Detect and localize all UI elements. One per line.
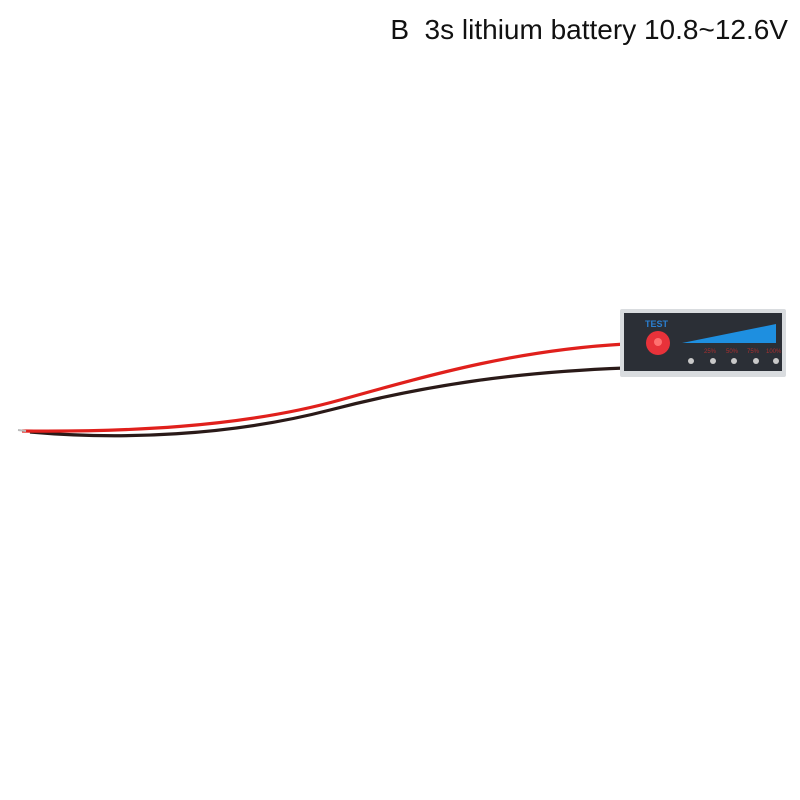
level-bar: [682, 324, 776, 343]
led: [773, 358, 779, 364]
black-wire: [29, 366, 626, 438]
level-label: 25%: [704, 349, 717, 355]
led-row: [688, 358, 779, 364]
led: [710, 358, 716, 364]
level-labels: 25% 50% 75% 100%: [704, 349, 782, 355]
level-label: 50%: [726, 349, 739, 355]
led: [688, 358, 694, 364]
test-label: TEST: [645, 319, 669, 329]
wire-tip: [17, 429, 27, 432]
test-button-highlight: [654, 338, 662, 346]
level-label: 75%: [747, 349, 760, 355]
product-caption: B 3s lithium battery 10.8~12.6V: [390, 14, 788, 45]
led: [753, 358, 759, 364]
red-wire: [21, 342, 626, 433]
level-label: 100%: [766, 349, 782, 355]
led: [731, 358, 737, 364]
